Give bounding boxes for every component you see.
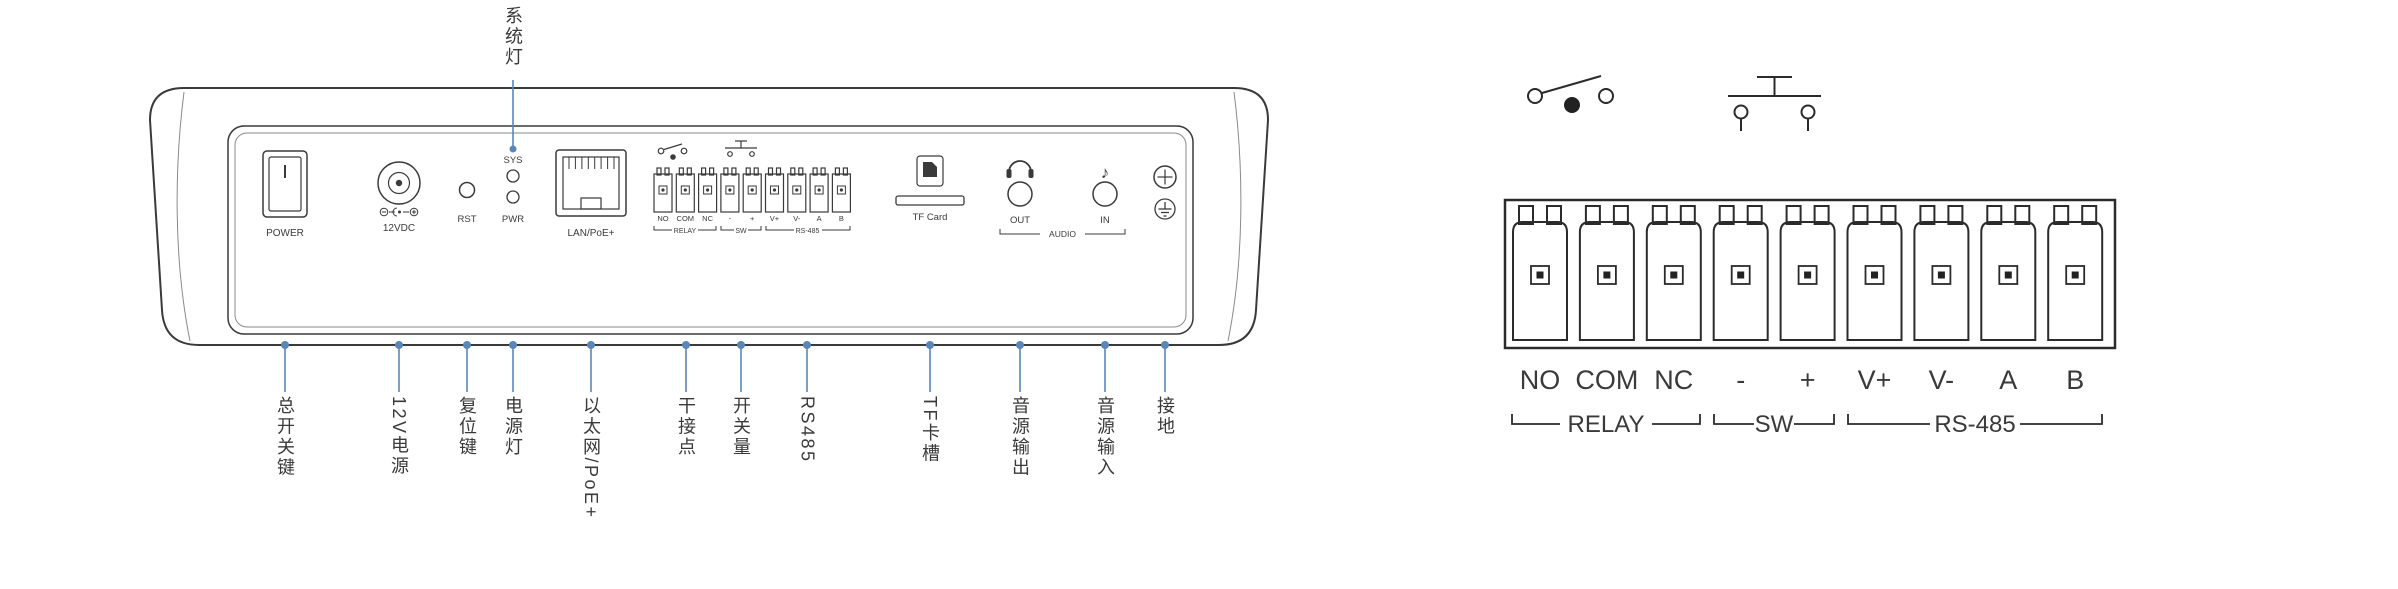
terminal-pin-label: NO [657,214,668,223]
power-switch [262,150,308,218]
callout-ground: 接地 [1155,396,1175,437]
callout-audio-in: 音源输入 [1095,396,1115,478]
callout-dry-contact: 干接点 [676,396,696,458]
detail-pin-label: B [2066,365,2084,395]
sys-led [506,169,520,183]
dc-label: 12VDC [383,223,415,234]
detail-group-label: RELAY [1568,411,1645,438]
terminal-group-label: RS-485 [796,228,820,235]
recessed-panel-outer [227,125,1194,335]
detail-pin-label: A [1999,365,2017,395]
callout-leaders [281,80,1169,392]
callout-reset: 复位键 [457,396,477,458]
detail-terminal-block [1503,198,2117,350]
callout-12v-power: 12V电源 [389,396,409,477]
terminal-group-label: SW [735,228,747,235]
recessed-panel-inner [234,132,1187,328]
dc-jack [377,161,421,205]
ground-terminal-icon [1154,198,1176,220]
detail-pin-label: NC [1654,365,1693,395]
cabinet-side-left [176,91,191,342]
device-cabinet [148,87,1270,346]
detail-terminals [1512,205,2104,341]
terminal-pin-label: NC [702,214,713,223]
tf-card-slot [895,195,965,206]
detail-pin-label: NO [1520,365,1561,395]
sys-led-label: SYS [503,155,522,166]
cabinet-outline [148,87,1270,346]
detail-pin-label: V- [1929,365,1955,395]
audio-out-jack [1007,181,1033,207]
reset-label: RST [458,214,477,225]
detail-group-label: RS-485 [1934,411,2015,438]
detail-pin-label: COM [1575,365,1638,395]
ethernet-label: LAN/PoE+ [568,228,615,239]
tf-card-label: TF Card [913,212,948,223]
music-note-icon: ♪ [1101,163,1110,182]
detail-pin-label: V+ [1858,365,1892,395]
tf-card-icon [916,155,944,187]
relay-symbol-small [657,143,688,160]
detail-group-label: SW [1755,411,1794,438]
callout-power-led: 电源灯 [503,396,523,458]
terminal-pin-label: B [839,214,844,223]
reset-button [458,181,476,199]
button-symbol-small [725,140,757,157]
callout-switch-input: 开关量 [731,396,751,458]
detail-pin-label: - [1736,365,1745,395]
audio-out-label: OUT [1010,215,1030,226]
cabinet-side-right [1227,91,1242,342]
ethernet-port [555,149,627,217]
terminal-group-label: RELAY [674,228,697,235]
terminal-pin-label: - [729,214,732,223]
audio-in-label: IN [1100,215,1110,226]
detail-group-brackets [1511,414,2103,425]
terminal-pin-label: V- [793,214,801,223]
callout-main-power: 总开关键 [275,396,295,478]
terminal-pin-label: V+ [770,214,780,223]
detail-pin-label: + [1800,365,1816,395]
headphone-icon [1006,160,1034,178]
ground-screw [1153,165,1177,189]
callout-tf-slot: TF卡槽 [920,396,940,464]
terminal-pin-label: COM [677,214,695,223]
pwr-led-label: PWR [502,214,524,225]
audio-group-label: AUDIO [1049,229,1076,239]
terminal-pin-label: + [750,214,755,223]
terminal-group-brackets-small [653,226,851,231]
callout-ethernet-poe: 以太网/PoE+ [581,396,601,520]
callout-system-led: 系统灯 [503,6,523,68]
relay-symbol [1527,75,1614,113]
power-label: POWER [266,228,304,239]
callout-rs485: RS485 [797,396,818,464]
audio-in-jack [1092,181,1118,207]
polarity-icon [379,207,419,217]
callout-audio-out: 音源输出 [1010,396,1030,478]
pwr-led [506,190,520,204]
audio-group-bracket [999,229,1126,235]
terminal-pin-label: A [817,214,822,223]
button-symbol [1728,76,1821,131]
